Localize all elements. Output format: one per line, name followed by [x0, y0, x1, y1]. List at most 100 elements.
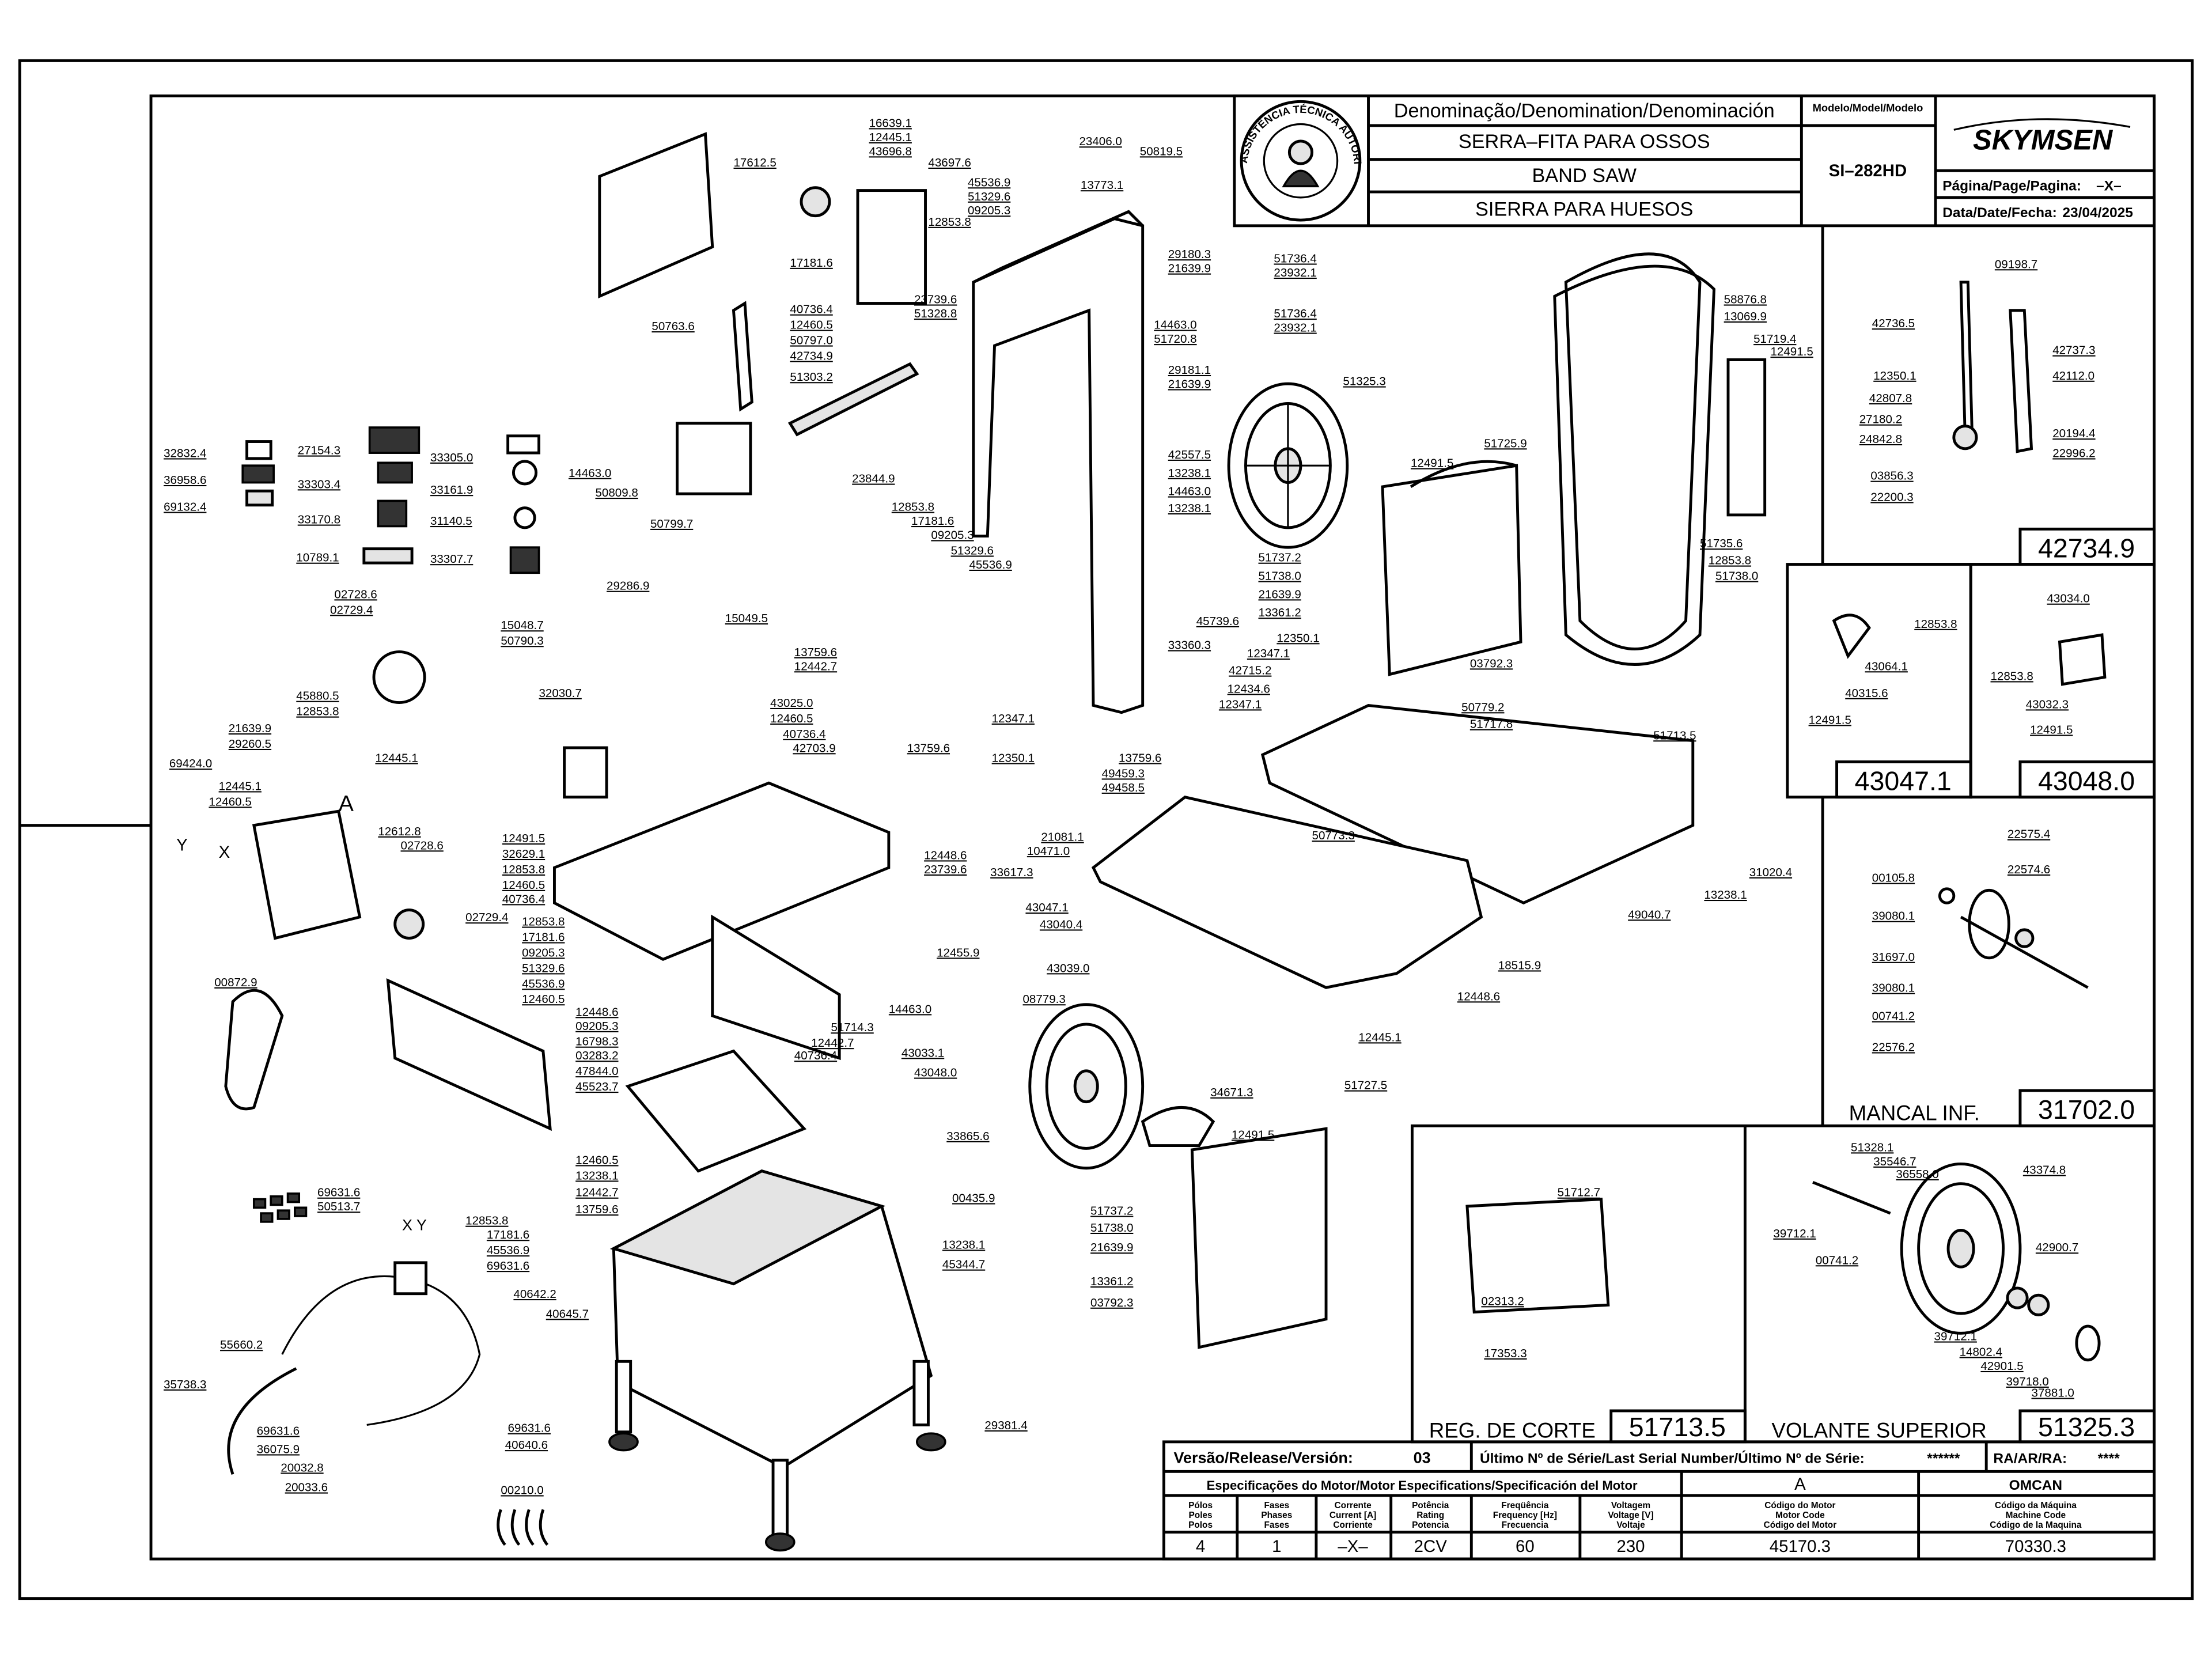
part-number-label: 12460.5 — [209, 795, 251, 808]
part-number-label: 13361.2 — [1258, 606, 1301, 619]
title-block: Denominação/Denomination/Denominación Mo… — [0, 0, 2156, 228]
motor-spec-value: –X– — [1338, 1537, 1368, 1556]
part-number-label: 31697.0 — [1872, 951, 1915, 964]
part-number-label: 43025.0 — [770, 696, 813, 710]
part-number-label: 69631.6 — [317, 1186, 360, 1199]
motor-spec-head: Polos — [1188, 1520, 1213, 1530]
motor-spec-head: Machine Code — [2006, 1510, 2066, 1520]
motor-spec-head: Código de la Maquina — [1990, 1520, 2082, 1530]
part-number-label: 12350.1 — [1277, 631, 1319, 645]
part-number-label: 13238.1 — [1168, 467, 1211, 480]
part-number-label: 40645.7 — [546, 1307, 589, 1320]
part-number-label: 51738.0 — [1090, 1221, 1133, 1235]
part-number-label: 14463.0 — [569, 467, 611, 480]
gear-block — [563, 746, 608, 799]
part-number-label: 33307.7 — [430, 552, 473, 566]
upper-guide-b-code: 43048.0 — [2038, 766, 2135, 796]
cable-clips — [497, 1509, 549, 1546]
part-number-label: 20032.8 — [281, 1461, 323, 1474]
part-number-label: 51328.8 — [914, 307, 957, 320]
date-value: 23/04/2025 — [2062, 205, 2133, 221]
part-number-label: 23406.0 — [1079, 135, 1122, 148]
decal-icon-10 — [362, 547, 414, 565]
part-number-label: 42734.9 — [790, 349, 832, 362]
part-number-label: 51328.1 — [1851, 1141, 1893, 1154]
part-number-label: 42807.8 — [1869, 392, 1912, 405]
cut-regulator-label: REG. DE CORTE — [1429, 1419, 1596, 1443]
motor-spec-head: Pólos — [1188, 1501, 1213, 1510]
part-number-label: 43039.0 — [1047, 961, 1089, 975]
decal-icon-3 — [245, 489, 274, 507]
part-number-label: 12347.1 — [992, 712, 1035, 725]
part-number-label: 50799.7 — [650, 517, 693, 531]
part-number-label: 16639.1 — [869, 116, 912, 130]
part-number-label: 20033.6 — [285, 1481, 328, 1494]
detail-panels: 42734.9 43047.1 43048.0 MANCAL INF. 3170… — [1410, 225, 2156, 1444]
part-number-label: 50790.3 — [501, 634, 543, 648]
part-number-label: 12442.7 — [575, 1186, 618, 1199]
motor-spec-head: Voltagem — [1611, 1501, 1650, 1510]
motor-spec-head: Código do Motor — [1764, 1501, 1835, 1510]
part-number-label: 02728.6 — [401, 839, 444, 852]
part-number-label: 23739.6 — [924, 863, 967, 876]
part-number-label: 12491.5 — [2030, 723, 2073, 736]
part-number-label: 09205.3 — [931, 529, 974, 542]
motor-col-omcan: OMCAN — [2009, 1478, 2062, 1493]
part-number-label: 45536.9 — [487, 1244, 529, 1257]
part-number-label: 49458.5 — [1102, 781, 1145, 794]
motor-col-a: A — [1794, 1475, 1806, 1494]
decal-icon-11 — [509, 546, 540, 574]
part-number-label: 50513.7 — [317, 1200, 360, 1213]
part-number-label: 43047.1 — [1025, 901, 1068, 914]
part-number-label: 12442.7 — [811, 1036, 854, 1050]
part-number-label: 23739.6 — [914, 293, 957, 306]
part-number-label: 13759.6 — [575, 1203, 618, 1216]
part-number-label: 45523.7 — [575, 1080, 618, 1093]
part-number-label: 12350.1 — [992, 751, 1035, 764]
part-number-label: 51719.4 — [1753, 332, 1796, 346]
part-number-label: 27180.2 — [1859, 413, 1902, 426]
name-en: BAND SAW — [1532, 165, 1637, 187]
part-number-label: 02313.2 — [1481, 1294, 1524, 1308]
part-number-label: 22575.4 — [2008, 828, 2050, 841]
part-number-label: 12460.5 — [575, 1153, 618, 1167]
part-number-label: 40736.4 — [783, 728, 825, 741]
part-number-label: 69631.6 — [508, 1422, 551, 1435]
part-number-label: 17181.6 — [911, 514, 954, 528]
part-number-label: 31140.5 — [430, 514, 472, 528]
upper-wheel-detail — [1812, 1162, 2101, 1362]
cut-regulator-plate — [1465, 1198, 1610, 1314]
part-number-label: 32629.1 — [502, 847, 545, 861]
part-number-label: 36958.6 — [164, 474, 206, 487]
part-number-label: 13069.9 — [1724, 310, 1767, 323]
part-number-label: 33617.3 — [990, 866, 1033, 879]
part-number-label: 12853.8 — [465, 1214, 508, 1228]
switch-box — [393, 1261, 428, 1296]
part-number-label: 12455.9 — [937, 946, 979, 959]
lower-wheel — [1028, 1003, 1145, 1170]
part-number-label: 69132.4 — [164, 501, 206, 514]
part-number-label: 00210.0 — [501, 1483, 543, 1497]
part-number-label: 13238.1 — [575, 1169, 618, 1182]
page-value: –X– — [2096, 179, 2122, 194]
decal-icon-6 — [506, 434, 540, 455]
part-number-label: 03792.3 — [1470, 657, 1513, 670]
part-number-label: 13238.1 — [1704, 888, 1747, 902]
part-number-label: 12448.6 — [575, 1005, 618, 1019]
part-number-label: 12460.5 — [502, 879, 545, 892]
part-number-label: 50819.5 — [1140, 145, 1183, 158]
part-number-label: 69631.6 — [487, 1259, 529, 1273]
part-number-label: 43374.8 — [2023, 1164, 2066, 1177]
part-number-label: 21081.1 — [1041, 831, 1084, 844]
motor-spec-head: Voltaje — [1616, 1520, 1645, 1530]
electric-panel — [386, 978, 552, 1131]
model-value: SI–282HD — [1829, 161, 1907, 180]
part-number-label: 12853.8 — [296, 705, 339, 718]
motor-spec-header: Especificações do Motor/Motor Especifica… — [1207, 1478, 1638, 1493]
part-number-label: 42557.5 — [1168, 448, 1211, 461]
motor-col-lines — [1236, 1495, 1582, 1559]
part-number-label: 45536.9 — [968, 176, 1010, 189]
part-number-label: 12445.1 — [1358, 1031, 1401, 1044]
part-number-label: 02729.4 — [330, 603, 373, 616]
